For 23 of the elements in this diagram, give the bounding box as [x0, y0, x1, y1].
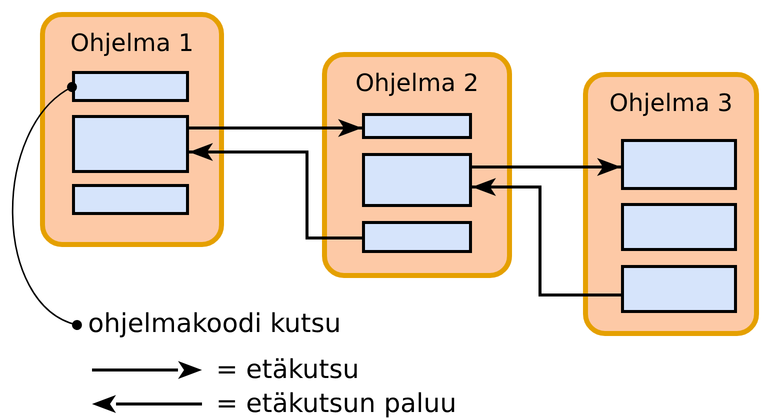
callout-text: ohjelmakoodi kutsu	[88, 307, 341, 341]
arrow	[472, 178, 621, 296]
code-block	[621, 203, 737, 251]
arrow	[472, 158, 621, 176]
code-block	[72, 115, 189, 173]
code-block	[72, 184, 189, 215]
code-block	[621, 139, 737, 190]
code-block	[362, 221, 472, 253]
program-title: Ohjelma 1	[69, 29, 195, 57]
leader-line	[12, 82, 82, 330]
program-title: Ohjelma 2	[354, 69, 480, 97]
code-block	[362, 113, 472, 139]
program-title: Ohjelma 3	[608, 89, 734, 117]
program-box	[40, 12, 224, 247]
legend-text: = etäkutsun paluu	[216, 389, 456, 419]
arrow	[189, 119, 362, 137]
code-block	[72, 71, 189, 102]
code-block	[362, 153, 472, 207]
legend-text: = etäkutsu	[216, 355, 360, 385]
program-box	[583, 72, 759, 336]
program-box	[322, 52, 512, 278]
code-block	[621, 265, 737, 313]
arrow	[189, 143, 362, 240]
